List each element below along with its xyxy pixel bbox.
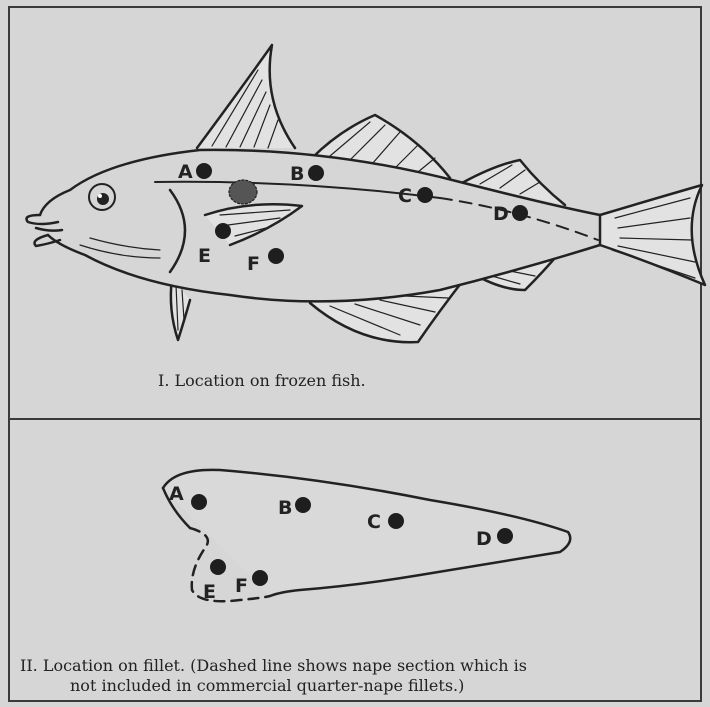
fish-label-F: F	[247, 253, 260, 275]
fish-label-B: B	[290, 163, 304, 185]
fish-label-C: C	[398, 185, 412, 207]
caption-frozen-fish: I. Location on frozen fish.	[158, 371, 366, 391]
hatched-spot	[229, 180, 257, 204]
fillet-point-F	[252, 570, 268, 586]
fish-point-B	[308, 165, 324, 181]
fillet-point-E	[210, 559, 226, 575]
dorsal-fin-first	[197, 45, 295, 148]
fillet-label-E: E	[203, 581, 216, 603]
fish-label-A: A	[178, 161, 193, 183]
fillet-point-B	[295, 497, 311, 513]
fillet-label-D: D	[476, 528, 492, 550]
fish-illustration	[27, 45, 706, 342]
fish-point-C	[417, 187, 433, 203]
fillet-label-F: F	[235, 575, 248, 597]
fish-label-D: D	[493, 203, 509, 225]
caption-fillet-line1: II. Location on fillet. (Dashed line sho…	[20, 656, 527, 676]
fillet-label-C: C	[367, 511, 381, 533]
fillet-point-C	[388, 513, 404, 529]
fillet-label-A: A	[169, 483, 184, 505]
fish-label-E: E	[198, 245, 211, 267]
fish-point-A	[196, 163, 212, 179]
tail-fin	[600, 185, 705, 285]
caption-fillet-line2: not included in commercial quarter-nape …	[70, 676, 464, 696]
fish-point-F	[268, 248, 284, 264]
fillet-point-A	[191, 494, 207, 510]
fillet-label-B: B	[278, 497, 292, 519]
fillet-point-D	[497, 528, 513, 544]
fish-point-D	[512, 205, 528, 221]
fish-point-E	[215, 223, 231, 239]
